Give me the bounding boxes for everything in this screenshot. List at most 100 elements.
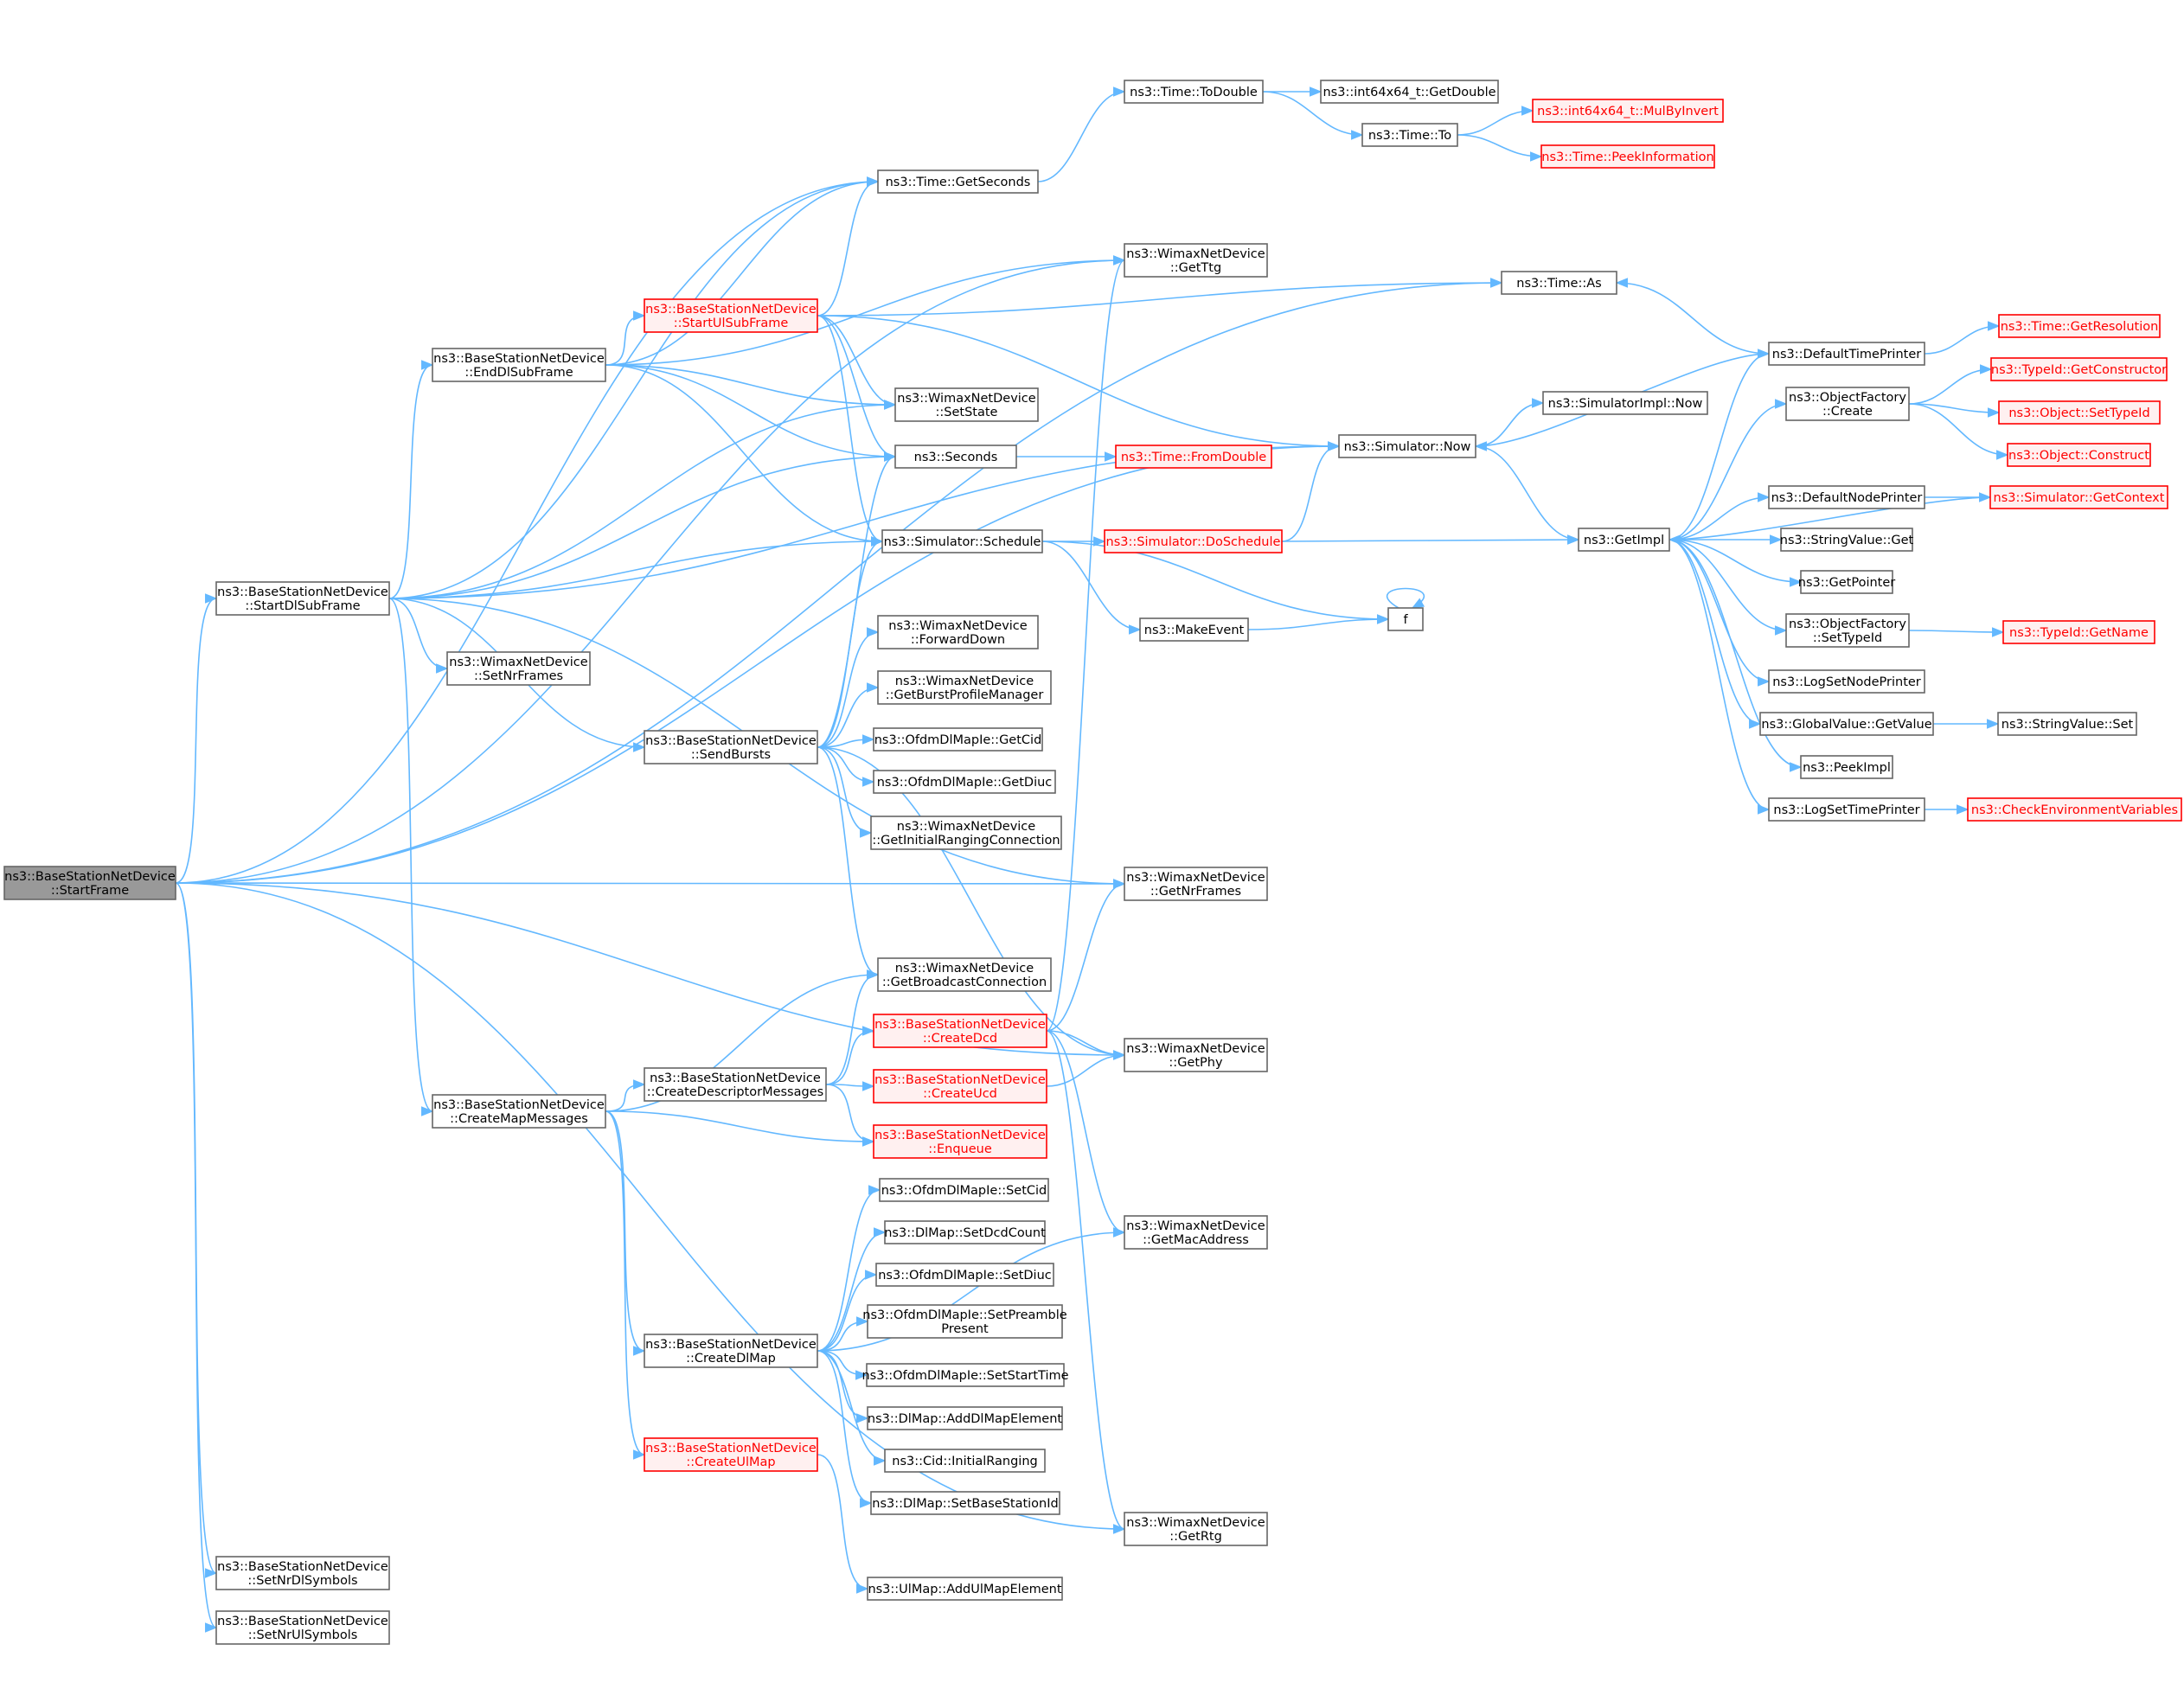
node-setBsId[interactable]: ns3::DlMap::SetBaseStationId [870,1491,1060,1515]
node-logSetTimePrinter[interactable]: ns3::LogSetTimePrinter [1768,797,1925,822]
node-box [873,1014,1047,1048]
node-setStartTime[interactable]: ns3::OfdmDlMapIe::SetStartTime [861,1363,1069,1387]
node-implNow[interactable]: ns3::SimulatorImpl::Now [1542,391,1708,415]
node-startFrame[interactable]: ns3::BaseStationNetDevice::StartFrame [3,866,176,900]
node-createDlMap[interactable]: ns3::BaseStationNetDevice::CreateDlMap [644,1334,818,1368]
node-getNrFrames[interactable]: ns3::WimaxNetDevice::GetNrFrames [1124,867,1268,901]
node-addUlMapEl[interactable]: ns3::UlMap::AddUlMapElement [867,1577,1063,1601]
node-makeEvent[interactable]: ns3::MakeEvent [1139,617,1249,642]
node-fromDouble[interactable]: ns3::Time::FromDouble [1115,445,1272,469]
node-box [1540,144,1715,169]
node-label: ::GetInitialRangingConnection [872,834,1060,848]
node-box [1998,400,2161,425]
node-getInitRanging[interactable]: ns3::WimaxNetDevice::GetInitialRangingCo… [870,816,1062,850]
node-getDiuc[interactable]: ns3::OfdmDlMapIe::GetDiuc [873,770,1056,794]
node-logSetNodePrinter[interactable]: ns3::LogSetNodePrinter [1768,669,1925,694]
node-box [1578,528,1670,552]
node-label: f [1403,613,1408,627]
node-enqueue[interactable]: ns3::BaseStationNetDevice::Enqueue [873,1124,1047,1159]
edge-createDlMap-setDiuc [817,1270,878,1352]
node-getBroadcast[interactable]: ns3::WimaxNetDevice::GetBroadcastConnect… [877,957,1052,992]
node-defNodePrinter[interactable]: ns3::DefaultNodePrinter [1768,485,1925,509]
node-label: ::GetNrFrames [1150,885,1241,899]
node-getPhy[interactable]: ns3::WimaxNetDevice::GetPhy [1124,1038,1268,1072]
node-initialRanging[interactable]: ns3::Cid::InitialRanging [884,1449,1046,1473]
node-getName[interactable]: ns3::TypeId::GetName [2002,620,2155,644]
node-timeAs[interactable]: ns3::Time::As [1501,271,1617,295]
node-f[interactable]: f [1387,607,1424,631]
edge-getImpl-defTimePrinter [1668,349,1771,541]
node-setNrDl[interactable]: ns3::BaseStationNetDevice::SetNrDlSymbol… [215,1556,390,1590]
node-startDl[interactable]: ns3::BaseStationNetDevice::StartDlSubFra… [215,581,390,616]
node-addDlMapEl[interactable]: ns3::DlMap::AddDlMapElement [867,1406,1063,1430]
node-strValGet[interactable]: ns3::StringValue::Get [1780,528,1914,552]
edge-createDesc-getBroadcast [825,969,880,1085]
node-objSetTypeId[interactable]: ns3::Object::SetTypeId [1998,400,2161,425]
node-label: ns3::Simulator::GetContext [1994,491,2165,505]
node-simNow[interactable]: ns3::Simulator::Now [1338,434,1476,458]
edge-endDl-startUl [605,310,646,366]
edge-startUl-seconds [817,315,897,462]
node-getSeconds[interactable]: ns3::Time::GetSeconds [877,170,1039,194]
node-timeTo[interactable]: ns3::Time::To [1361,123,1458,147]
node-setDiuc[interactable]: ns3::OfdmDlMapIe::SetDiuc [875,1263,1054,1287]
node-mulByInvert[interactable]: ns3::int64x64_t::MulByInvert [1532,99,1724,123]
node-setNrUl[interactable]: ns3::BaseStationNetDevice::SetNrUlSymbol… [215,1610,390,1645]
node-objFactSetTypeId[interactable]: ns3::ObjectFactory::SetTypeId [1785,613,1910,648]
node-peekImpl[interactable]: ns3::PeekImpl [1800,755,1893,779]
node-getMac[interactable]: ns3::WimaxNetDevice::GetMacAddress [1124,1215,1268,1250]
node-endDl[interactable]: ns3::BaseStationNetDevice::EndDlSubFrame [432,348,606,382]
node-checkEnv[interactable]: ns3::CheckEnvironmentVariables [1967,797,2182,822]
edge-createDlMap-initialRanging [817,1350,887,1466]
node-peekInfo[interactable]: ns3::Time::PeekInformation [1540,144,1715,169]
edge-endDl-setState [605,364,897,410]
node-getRtg[interactable]: ns3::WimaxNetDevice::GetRtg [1124,1512,1268,1546]
node-forwardDown[interactable]: ns3::WimaxNetDevice::ForwardDown [877,615,1039,649]
node-createMap[interactable]: ns3::BaseStationNetDevice::CreateMapMess… [432,1094,606,1129]
node-getTtg[interactable]: ns3::WimaxNetDevice::GetTtg [1124,243,1268,278]
node-getConstructor[interactable]: ns3::TypeId::GetConstructor [1990,357,2168,381]
node-label: ns3::StringValue::Set [2001,718,2134,732]
node-getPointer[interactable]: ns3::GetPointer [1798,570,1896,594]
node-label: ::SetNrFrames [474,669,563,683]
node-defTimePrinter[interactable]: ns3::DefaultTimePrinter [1768,342,1925,366]
node-setDcdCount[interactable]: ns3::DlMap::SetDcdCount [884,1220,1046,1244]
node-box [644,1437,818,1472]
node-label: ns3::LogSetNodePrinter [1772,675,1921,689]
node-schedule[interactable]: ns3::Simulator::Schedule [881,529,1043,553]
node-doSchedule[interactable]: ns3::Simulator::DoSchedule [1104,529,1283,553]
node-setState[interactable]: ns3::WimaxNetDevice::SetState [894,387,1039,422]
node-label: ns3::WimaxNetDevice [1126,871,1265,885]
node-setNrFrames[interactable]: ns3::WimaxNetDevice::SetNrFrames [446,651,591,686]
node-strValSet[interactable]: ns3::StringValue::Set [1997,712,2137,736]
edge-getImpl-logSetTimePrinter [1668,539,1771,815]
node-getImpl[interactable]: ns3::GetImpl [1578,528,1670,552]
node-box [432,1094,606,1129]
node-objConstruct[interactable]: ns3::Object::Construct [2007,443,2151,467]
edge-startFrame-getSeconds [175,176,880,884]
edge-objFactCreate-objConstruct [1908,403,2009,460]
node-label: ::GetBroadcastConnection [882,976,1047,989]
node-label: ::GetRtg [1169,1530,1222,1544]
node-label: ns3::TypeId::GetConstructor [1991,363,2167,377]
node-getResolution[interactable]: ns3::Time::GetResolution [1998,314,2161,338]
node-createUlMap[interactable]: ns3::BaseStationNetDevice::CreateUlMap [644,1437,818,1472]
node-getContext[interactable]: ns3::Simulator::GetContext [1989,485,2168,509]
node-gvGetValue[interactable]: ns3::GlobalValue::GetValue [1759,712,1934,736]
node-getDouble[interactable]: ns3::int64x64_t::GetDouble [1320,80,1499,104]
node-objFactCreate[interactable]: ns3::ObjectFactory::Create [1785,387,1910,421]
node-getCid[interactable]: ns3::OfdmDlMapIe::GetCid [873,727,1043,752]
node-createUcd[interactable]: ns3::BaseStationNetDevice::CreateUcd [873,1069,1047,1103]
edge-createMap-enqueue [605,1110,875,1147]
node-createDesc[interactable]: ns3::BaseStationNetDevice::CreateDescrip… [644,1067,827,1102]
node-box [1361,123,1458,147]
node-getBurst[interactable]: ns3::WimaxNetDevice::GetBurstProfileMana… [877,670,1052,705]
node-seconds[interactable]: ns3::Seconds [894,445,1017,469]
node-box [644,1334,818,1368]
node-sendBursts[interactable]: ns3::BaseStationNetDevice::SendBursts [644,730,818,764]
node-startUl[interactable]: ns3::BaseStationNetDevice::StartUlSubFra… [644,298,818,333]
node-createDcd[interactable]: ns3::BaseStationNetDevice::CreateDcd [873,1014,1047,1048]
node-setCid[interactable]: ns3::OfdmDlMapIe::SetCid [879,1178,1049,1202]
node-toDouble[interactable]: ns3::Time::ToDouble [1124,80,1264,104]
